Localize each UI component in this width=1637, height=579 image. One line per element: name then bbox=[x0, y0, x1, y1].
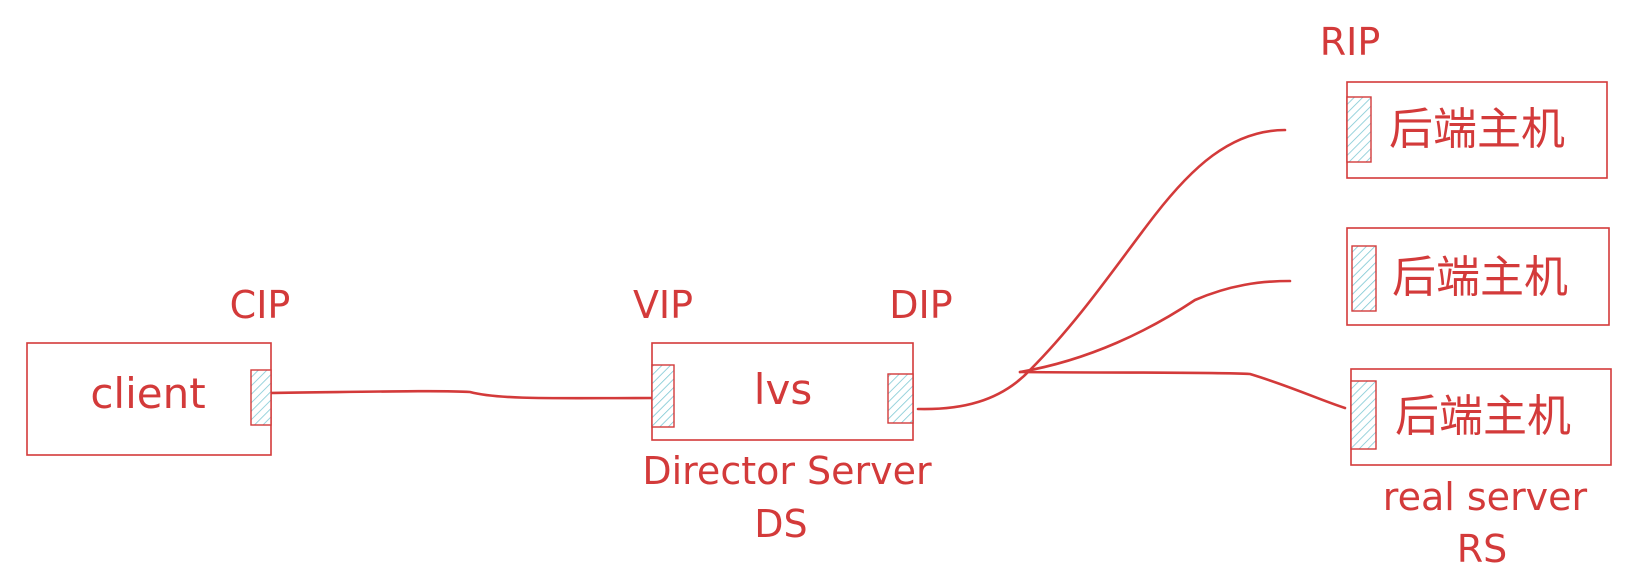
wire-to-backend-1 bbox=[1028, 128, 1287, 372]
director-caption-line2: DS bbox=[754, 502, 807, 546]
vip-port bbox=[651, 364, 675, 428]
wire-lvs-to-fanout bbox=[916, 368, 1032, 411]
real-caption-line1: real server bbox=[1383, 475, 1588, 519]
rip-port-3 bbox=[1350, 380, 1377, 450]
rip-port-2 bbox=[1351, 245, 1377, 312]
real-caption-line2: RS bbox=[1457, 527, 1508, 571]
backend-2-node: 后端主机 bbox=[1346, 227, 1610, 326]
backend-2-label: 后端主机 bbox=[1392, 252, 1568, 303]
wire-to-backend-3 bbox=[1018, 370, 1347, 410]
cip-port bbox=[250, 369, 272, 426]
dip-port bbox=[887, 373, 914, 424]
backend-3-label: 后端主机 bbox=[1395, 391, 1571, 442]
backend-1-node: 后端主机 RIP bbox=[1320, 20, 1608, 179]
lvs-node: lvs VIP DIP Director Server DS bbox=[633, 283, 953, 546]
lvs-label: lvs bbox=[754, 365, 812, 414]
client-node: client CIP bbox=[26, 283, 291, 456]
client-label: client bbox=[90, 369, 205, 418]
cip-label: CIP bbox=[230, 283, 291, 327]
director-caption-line1: Director Server bbox=[642, 449, 932, 493]
rip-port-1 bbox=[1346, 96, 1372, 163]
connection-wires bbox=[266, 128, 1347, 411]
wire-client-to-lvs bbox=[266, 389, 657, 400]
vip-label: VIP bbox=[633, 283, 693, 327]
backend-2-box bbox=[1346, 227, 1610, 326]
dip-label: DIP bbox=[889, 283, 952, 327]
rip-label: RIP bbox=[1320, 20, 1381, 64]
backend-3-node: 后端主机 real server RS bbox=[1350, 368, 1612, 571]
wire-to-backend-2 bbox=[1018, 279, 1292, 374]
backend-1-label: 后端主机 bbox=[1389, 104, 1565, 155]
